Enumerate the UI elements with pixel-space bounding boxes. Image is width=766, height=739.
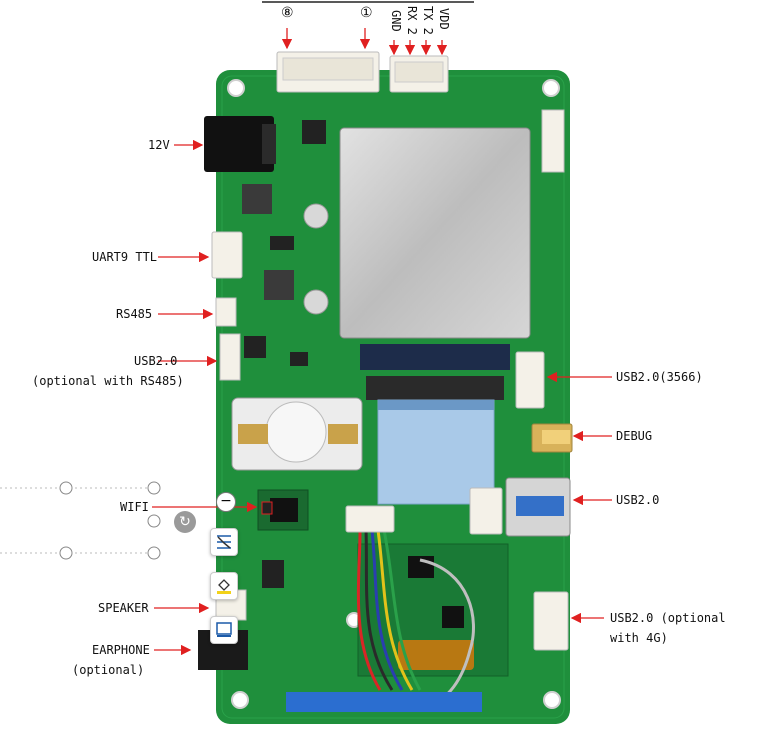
label-usb20-right: USB2.0	[616, 493, 660, 507]
label-usb20-4g-note: with 4G)	[610, 631, 668, 645]
chart-line-icon	[217, 535, 231, 549]
pin-8-label: ⑧	[281, 5, 294, 21]
remove-handle[interactable]: −	[216, 492, 236, 512]
label-rs485: RS485	[116, 307, 153, 321]
label-usb20-left: USB2.0	[134, 354, 178, 368]
label-usb20-3566: USB2.0(3566)	[616, 370, 703, 384]
label-usb20-left-note: (optional with RS485)	[32, 374, 184, 388]
pin-1-label: ①	[360, 5, 373, 21]
display-tool[interactable]	[210, 616, 238, 644]
label-earphone: EARPHONE	[92, 643, 150, 657]
fill-color-tool[interactable]	[210, 572, 238, 600]
label-12v: 12V	[148, 138, 170, 152]
gnd-label: GND	[389, 10, 403, 32]
label-usb20-4g: USB2.0 (optional	[610, 611, 726, 625]
vdd-label: VDD	[437, 8, 451, 30]
label-earphone-note: (optional)	[72, 663, 145, 677]
label-uart9: UART9 TTL	[92, 250, 158, 264]
chart-line-tool[interactable]	[210, 528, 238, 556]
label-speaker: SPEAKER	[98, 601, 149, 615]
uart9-connector	[211, 231, 243, 279]
rotate-handle[interactable]: ↻	[174, 511, 196, 533]
ribbon-cable	[377, 399, 495, 505]
label-wifi: WIFI	[120, 500, 149, 514]
tx2-label: TX 2	[421, 6, 435, 35]
monitor-icon	[216, 622, 232, 637]
power-jack	[204, 116, 274, 172]
rx2-label: RX 2	[405, 6, 419, 35]
paint-bucket-icon	[217, 579, 231, 594]
capacitor-orange	[398, 640, 474, 670]
label-debug: DEBUG	[616, 429, 653, 443]
cpu-shield	[339, 127, 531, 339]
